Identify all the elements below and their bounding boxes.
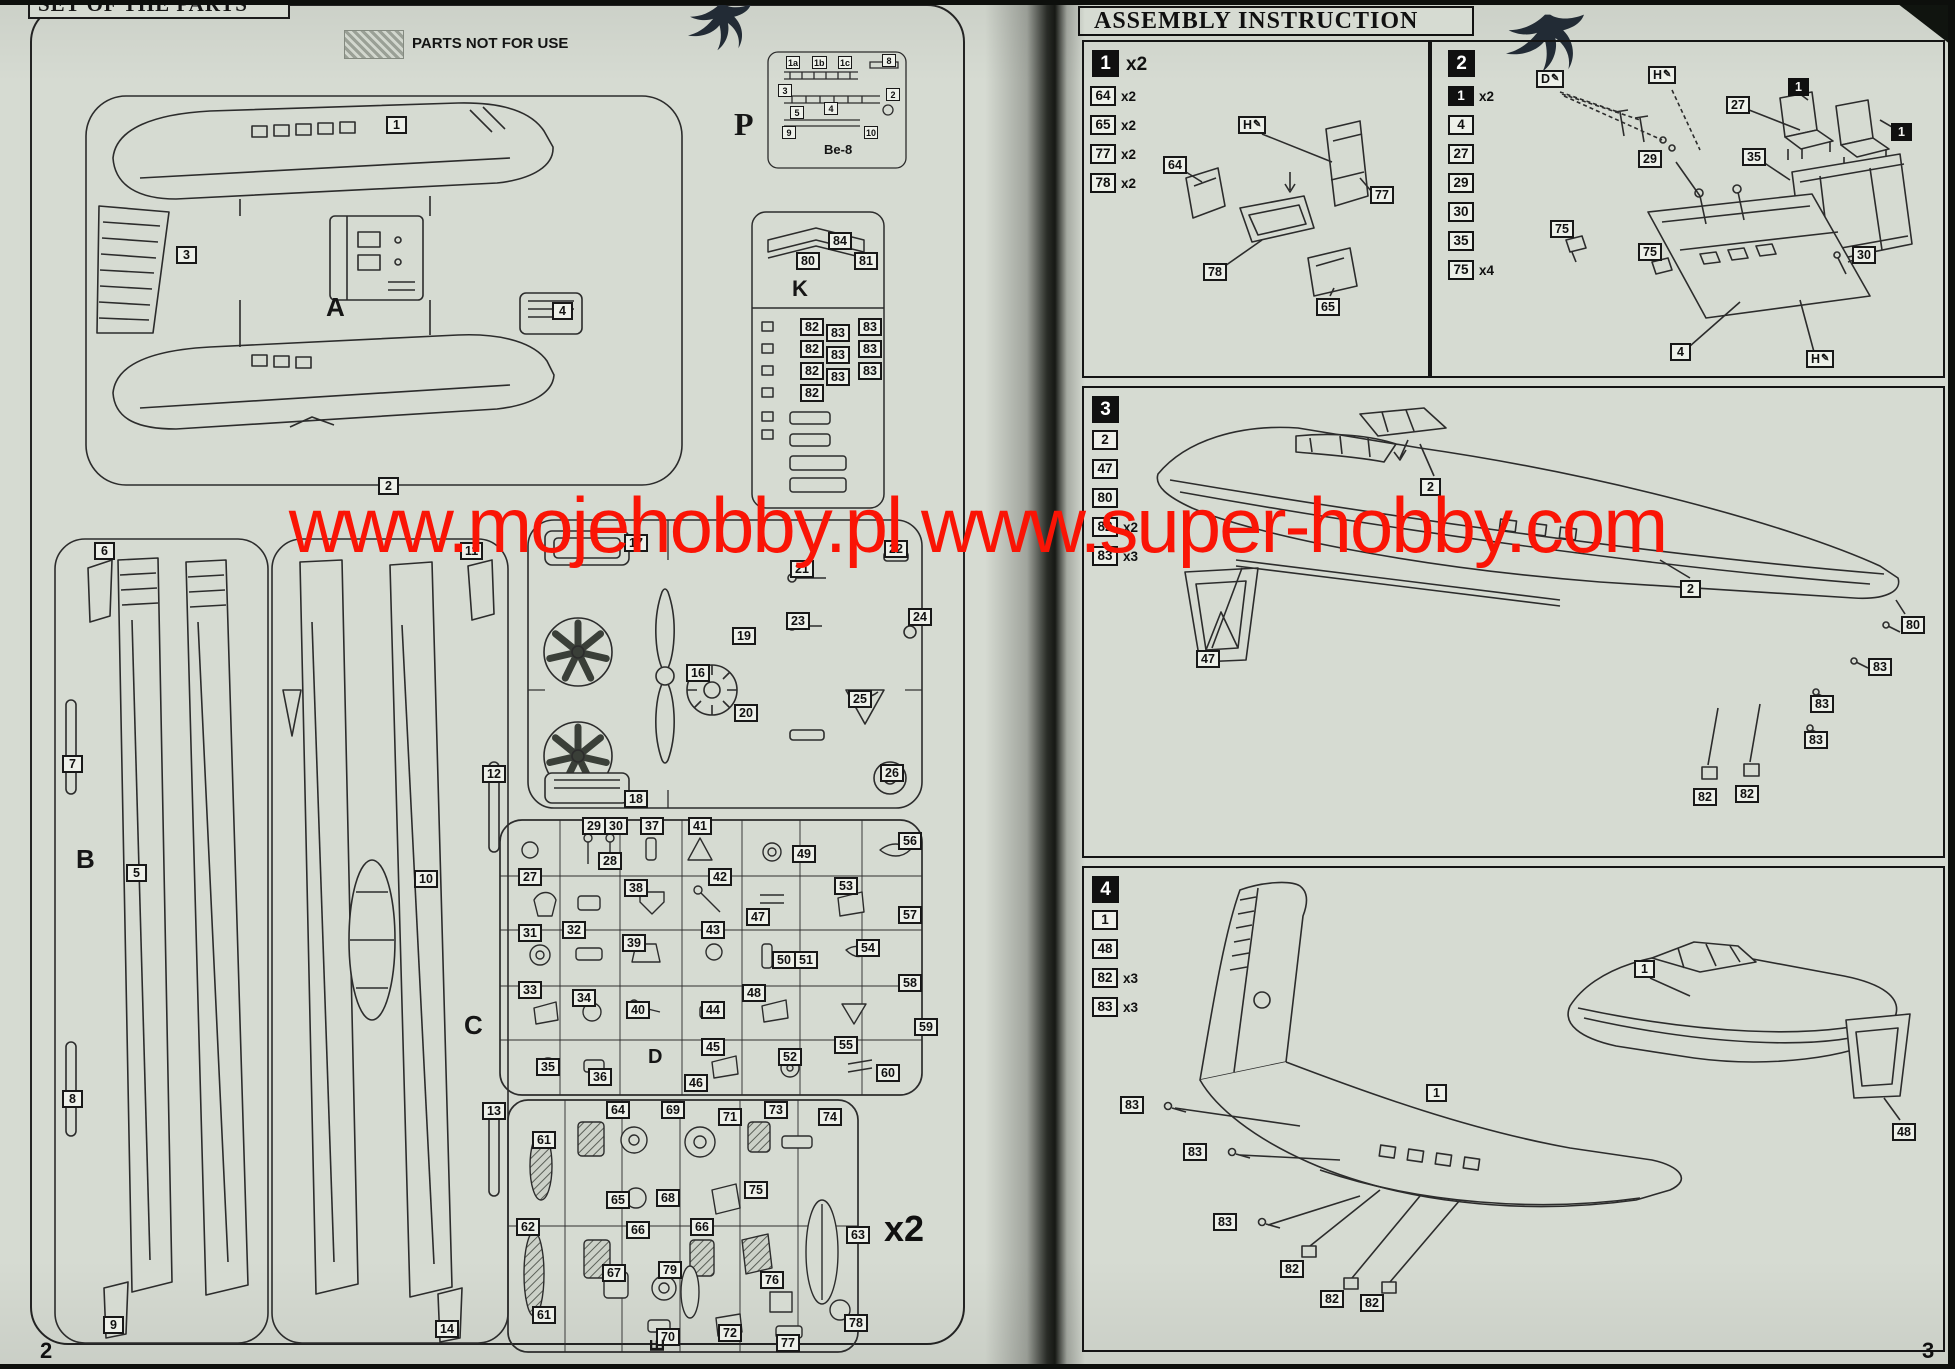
left-page-border [30,4,965,1345]
parts-list-item: 77 x2 [1090,144,1136,164]
not-for-use-label: PARTS NOT FOR USE [412,35,569,52]
parts-list-item: 29 [1448,173,1494,193]
scan-edge-top [0,0,1955,5]
assembly-step-1: 1 x2 64 x2 65 x2 77 x2 78 x2 [1082,40,1430,378]
part-number: 78 [1090,173,1116,193]
assembly-step-4: 4 1 48 82 x3 83 x3 [1082,866,1945,1352]
part-number: 65 [1090,115,1116,135]
parts-list-item: 1 x2 [1448,86,1494,106]
step-1-number: 1 [1092,50,1119,77]
parts-list-item: 65 x2 [1090,115,1136,135]
part-quantity: x2 [1123,519,1139,535]
part-quantity: x2 [1479,88,1495,104]
part-number: 82 [1092,968,1118,988]
right-page-number: 3 [1922,1338,1935,1363]
step-3-parts-list: 2 47 80 82 x2 83 x3 [1092,430,1138,566]
parts-list-item: 47 [1092,459,1138,479]
step-4-number: 4 [1092,876,1119,903]
parts-list-item: 27 [1448,144,1494,164]
part-quantity: x2 [1121,146,1137,162]
parts-list-item: 2 [1092,430,1138,450]
parts-list-item: 80 [1092,488,1138,508]
left-page-number: 2 [40,1338,53,1363]
parts-list-item: 82 x3 [1092,968,1138,988]
part-number: 4 [1448,115,1474,135]
sprue-letter-d: D [648,1046,663,1068]
parts-list-item: 1 [1092,910,1138,930]
step-1-parts-list: 64 x2 65 x2 77 x2 78 x2 [1090,86,1136,193]
parts-list-item: 82 x2 [1092,517,1138,537]
part-number: 82 [1092,517,1118,537]
assembly-step-3: 3 2 47 80 82 x2 83 x3 [1082,386,1945,858]
part-number: 35 [1448,231,1474,251]
part-number: 75 [1448,260,1474,280]
assembly-step-2: 2 1 x2 4 27 29 30 35 75 x4 [1430,40,1945,378]
part-number: 80 [1092,488,1118,508]
parts-list-item: 83 x3 [1092,997,1138,1017]
part-number: 30 [1448,202,1474,222]
part-number: 64 [1090,86,1116,106]
step-1-multiplier: x2 [1126,54,1148,75]
parts-list-item: 78 x2 [1090,173,1136,193]
sprue-letter-e: E [647,1338,670,1353]
sprue-letter-k: K [792,276,808,301]
part-number: 1 [1092,910,1118,930]
parts-list-item: 35 [1448,231,1494,251]
step-2-number: 2 [1448,50,1475,77]
sprue-letter-a: A [326,292,345,322]
step-2-parts-list: 1 x2 4 27 29 30 35 75 x4 [1448,86,1494,280]
parts-list-item: 4 [1448,115,1494,135]
part-quantity: x2 [1121,175,1137,191]
part-number: 47 [1092,459,1118,479]
part-number: 48 [1092,939,1118,959]
parts-list-item: 30 [1448,202,1494,222]
part-quantity: x3 [1123,999,1139,1015]
kit-code-label: Be-8 [824,142,853,157]
sprue-e-quantity-label: x2 [884,1208,925,1249]
step-3-number: 3 [1092,396,1119,423]
part-number: 77 [1090,144,1116,164]
page-gutter-shadow [985,0,1085,1369]
part-quantity: x2 [1121,117,1137,133]
scan-edge-bottom [0,1364,1955,1369]
part-number: 83 [1092,997,1118,1017]
step-4-parts-list: 1 48 82 x3 83 x3 [1092,910,1138,1017]
scan-edge-right [1948,0,1955,1369]
part-number: 27 [1448,144,1474,164]
part-number: 29 [1448,173,1474,193]
sprue-letter-b: B [76,844,95,874]
parts-list-item: 48 [1092,939,1138,959]
parts-list-item: 83 x3 [1092,546,1138,566]
part-number: 1 [1448,86,1474,106]
part-number: 2 [1092,430,1118,450]
not-for-use-hatch-swatch [344,30,404,59]
parts-list-item: 75 x4 [1448,260,1494,280]
parts-list-item: 64 x2 [1090,86,1136,106]
part-quantity: x3 [1123,970,1139,986]
sprue-letter-p: P [734,106,754,142]
part-quantity: x3 [1123,548,1139,564]
right-page-title: ASSEMBLY INSTRUCTION [1078,6,1474,36]
sprue-letter-c: C [464,1010,483,1040]
part-number: 83 [1092,546,1118,566]
part-quantity: x4 [1479,262,1495,278]
part-quantity: x2 [1121,88,1137,104]
